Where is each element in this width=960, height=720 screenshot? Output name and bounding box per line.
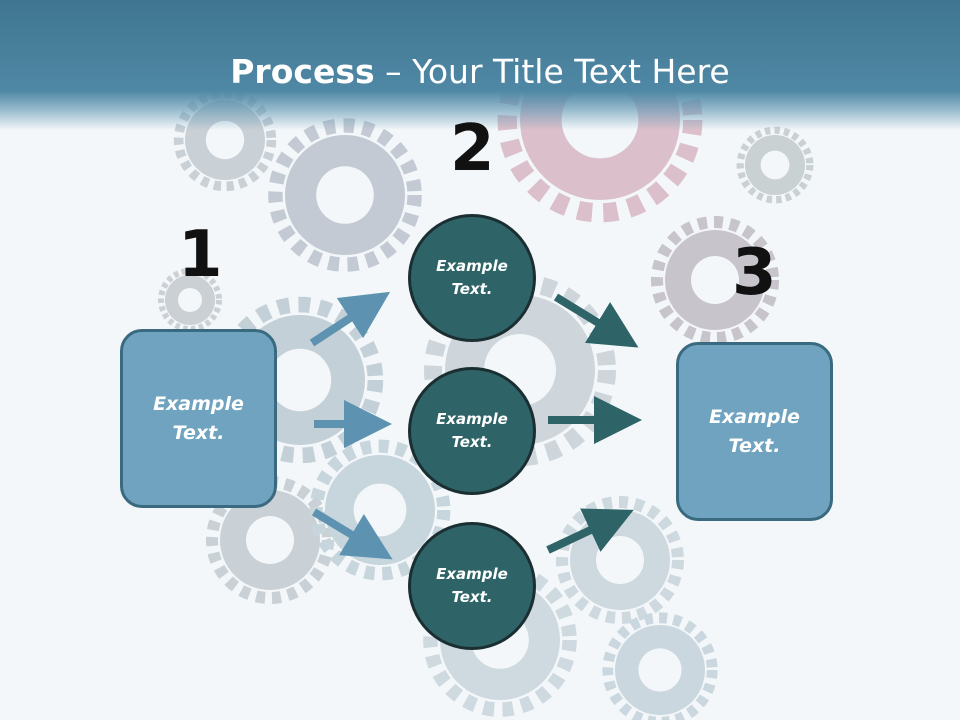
step-number-1: 1 xyxy=(178,218,223,292)
page-title: Process – Your Title Text Here xyxy=(0,52,960,91)
left-box: Example Text. xyxy=(120,329,277,508)
header-band xyxy=(0,0,960,130)
arrow-left-to-bottom xyxy=(311,508,393,560)
arrow-top-to-right xyxy=(553,293,639,348)
circle-bottom: Example Text. xyxy=(408,522,536,650)
left-box-line1: Example xyxy=(153,392,244,415)
circle-top: Example Text. xyxy=(408,214,536,342)
left-box-line2: Text. xyxy=(172,421,225,444)
title-bold: Process xyxy=(230,52,375,91)
step-number-3: 3 xyxy=(732,236,777,310)
circle-top-line2: Text. xyxy=(451,280,493,298)
right-box: Example Text. xyxy=(676,342,833,521)
circle-middle-line1: Example xyxy=(436,410,508,428)
circle-bottom-line2: Text. xyxy=(451,588,493,606)
arrow-bottom-to-right xyxy=(546,508,634,554)
title-rest: – Your Title Text Here xyxy=(374,52,730,91)
arrow-left-to-top xyxy=(309,291,391,347)
step-number-2: 2 xyxy=(450,112,495,186)
circle-bottom-line1: Example xyxy=(436,565,508,583)
circle-middle: Example Text. xyxy=(408,367,536,495)
circle-top-line1: Example xyxy=(436,257,508,275)
right-box-line1: Example xyxy=(709,405,800,428)
circle-middle-line2: Text. xyxy=(451,433,493,451)
right-box-line2: Text. xyxy=(728,434,781,457)
